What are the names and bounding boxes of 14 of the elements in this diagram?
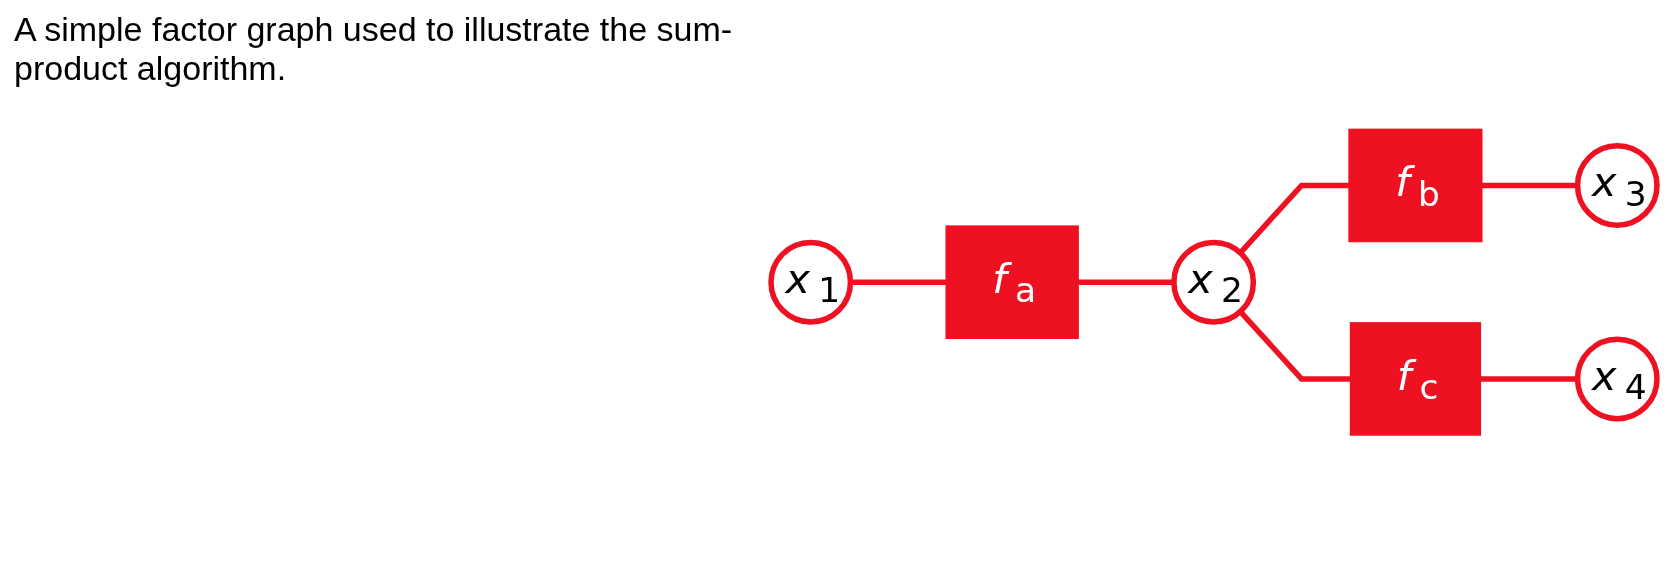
node-circle: x$_{4}$	[1574, 336, 1660, 422]
connector	[850, 279, 947, 285]
node-circle: x$_{2}$	[1171, 239, 1257, 325]
node-box: f$_{b}$	[1348, 128, 1483, 243]
connector	[1238, 182, 1350, 255]
node-box: f$_{c}$	[1349, 321, 1482, 436]
node-box: f$_{a}$	[945, 225, 1079, 339]
connector	[1481, 182, 1578, 188]
connector	[1479, 376, 1578, 382]
connector	[1077, 279, 1174, 285]
node-circle: x$_{1}$	[768, 239, 854, 325]
node-circle: x$_{3}$	[1574, 142, 1660, 228]
title-text: A simple factor graph used to illustrate the sum-product algorithm.	[14, 10, 734, 89]
connector	[1238, 309, 1352, 382]
